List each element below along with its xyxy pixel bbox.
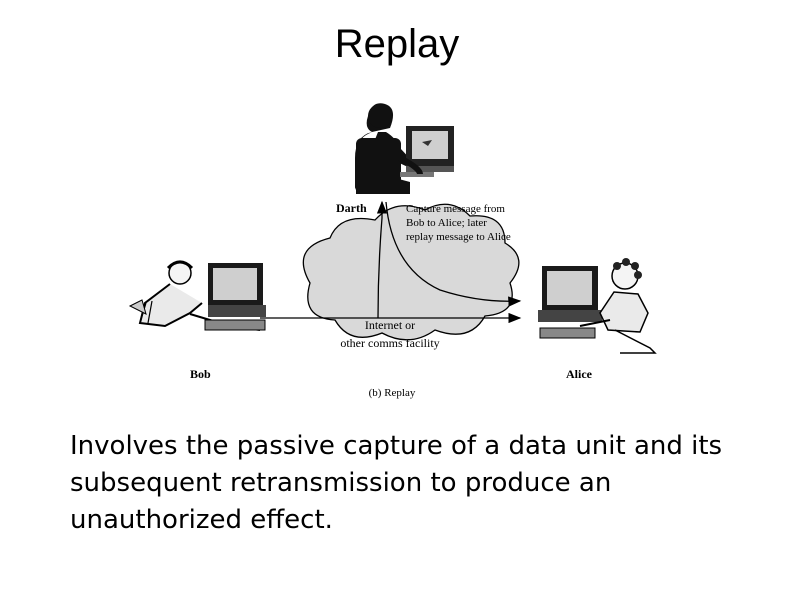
annotation-line-3: replay message to Alice bbox=[406, 231, 511, 243]
figure-caption: (b) Replay bbox=[369, 387, 416, 399]
network-cloud bbox=[302, 203, 520, 341]
alice-figure-icon bbox=[538, 258, 657, 354]
annotation-line-2: Bob to Alice; later bbox=[406, 217, 487, 229]
slide-title: Replay bbox=[334, 22, 460, 66]
attacker-label: Darth bbox=[336, 201, 367, 215]
sender-label: Bob bbox=[190, 367, 211, 381]
replay-arrow bbox=[385, 201, 522, 307]
body-text: Involves the passive capture of a data u… bbox=[70, 431, 723, 535]
attacker-figure-icon bbox=[355, 103, 454, 194]
cloud-label-line-2: other comms facility bbox=[340, 336, 439, 350]
receiver-label: Alice bbox=[566, 367, 593, 381]
cloud-label-line-1: Internet or bbox=[365, 318, 415, 332]
capture-arrow bbox=[376, 200, 388, 319]
annotation-line-1: Capture message from bbox=[406, 203, 505, 215]
replay-diagram: Darth Capture message from Bob to Alice;… bbox=[110, 98, 670, 408]
bob-figure-icon bbox=[128, 260, 266, 331]
